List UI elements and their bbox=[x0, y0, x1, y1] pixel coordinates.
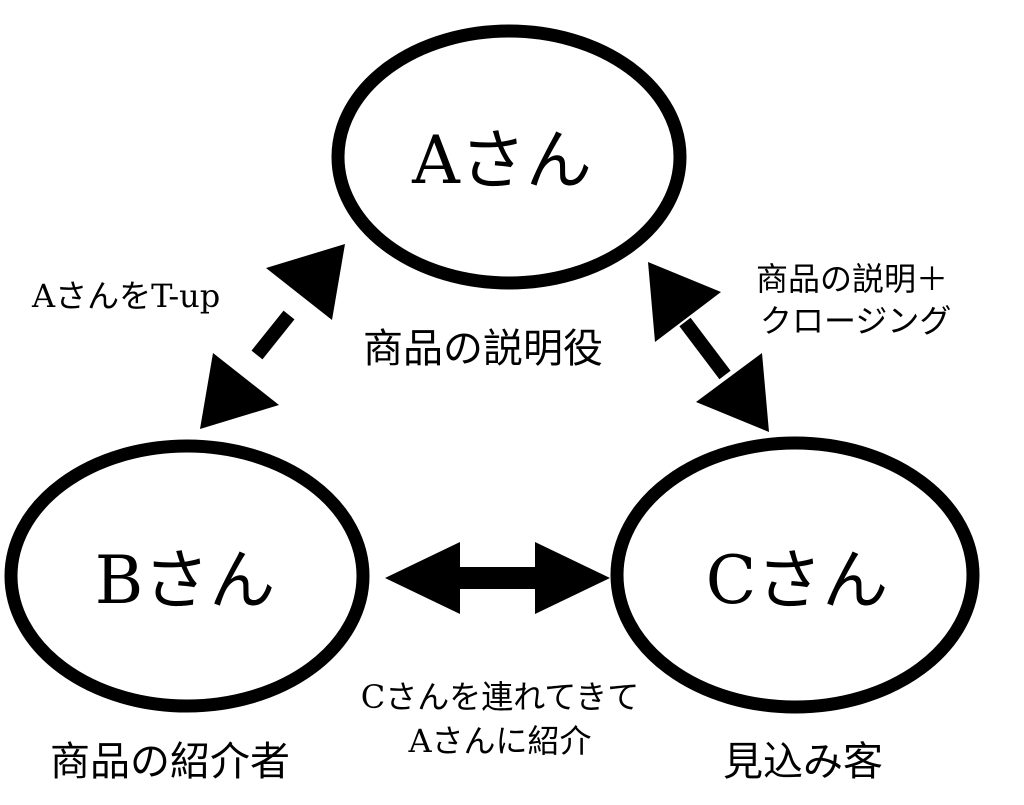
node-c-label: Cさん bbox=[706, 542, 889, 619]
node-b-label: Bさん bbox=[95, 542, 276, 619]
node-c: Cさん bbox=[610, 436, 980, 714]
node-c-role-label: 見込み客 bbox=[723, 739, 883, 785]
edge-label-a-c-line2: クロージング bbox=[760, 302, 951, 340]
node-b: Bさん bbox=[4, 439, 370, 713]
node-a: Aさん bbox=[331, 24, 687, 290]
node-a-ellipse bbox=[331, 24, 687, 290]
node-a-role-label: 商品の説明役 bbox=[363, 326, 603, 372]
edge-label-b-a: AさんをT-up bbox=[31, 277, 220, 315]
edge-label-b-c-line2: Aさんに紹介 bbox=[407, 722, 591, 760]
node-b-role-label: 商品の紹介者 bbox=[50, 739, 290, 785]
double-arrow-b-a bbox=[200, 244, 345, 429]
node-c-ellipse bbox=[610, 436, 980, 714]
edge-label-a-c-line1: 商品の説明＋ bbox=[756, 260, 948, 298]
node-b-ellipse bbox=[4, 439, 370, 713]
double-arrow-b-c bbox=[385, 542, 610, 614]
double-arrow-a-c bbox=[648, 262, 769, 432]
edge-label-b-c-line1: Cさんを連れてきて bbox=[361, 678, 640, 716]
node-a-label: Aさん bbox=[411, 122, 592, 199]
